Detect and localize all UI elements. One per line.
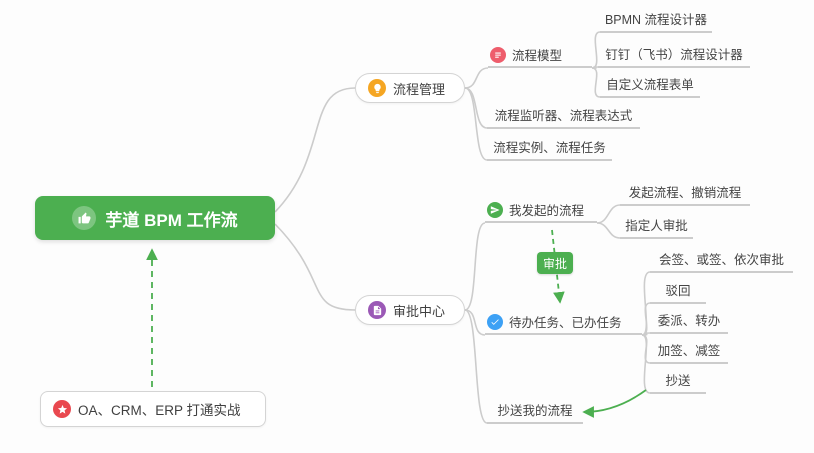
node-label: 自定义流程表单 [606, 78, 694, 92]
node-dingtalk-designer[interactable]: 钉钉（飞书）流程设计器 [598, 47, 750, 68]
node-process-instance[interactable]: 流程实例、流程任务 [487, 140, 612, 161]
node-root[interactable]: 芋道 BPM 工作流 [35, 196, 275, 240]
root-label: 芋道 BPM 工作流 [105, 210, 238, 230]
note-label: OA、CRM、ERP 打通实战 [78, 403, 241, 418]
node-cc-my-process[interactable]: 抄送我的流程 [487, 403, 583, 424]
node-process-listener[interactable]: 流程监听器、流程表达式 [487, 108, 640, 129]
lightbulb-icon [368, 79, 386, 97]
node-label: 流程实例、流程任务 [493, 141, 606, 155]
node-countersign[interactable]: 会签、或签、依次审批 [650, 252, 793, 273]
tag-approval[interactable]: 审批 [537, 252, 573, 274]
node-label: 审批中心 [393, 303, 446, 319]
node-label: 待办任务、已办任务 [509, 316, 622, 330]
note-oa-crm-erp[interactable]: OA、CRM、ERP 打通实战 [40, 391, 266, 427]
node-custom-form[interactable]: 自定义流程表单 [600, 77, 700, 98]
node-cc[interactable]: 抄送 [650, 373, 706, 394]
node-bpmn-designer[interactable]: BPMN 流程设计器 [600, 12, 712, 33]
flow-model-icon [490, 46, 506, 63]
star-icon [53, 400, 71, 418]
thumbs-up-icon [72, 206, 97, 230]
arrow-cc-to-ccme [582, 389, 647, 418]
check-icon [487, 313, 503, 330]
node-label: 流程模型 [512, 49, 563, 63]
node-label: 我发起的流程 [509, 204, 585, 218]
node-label: 委派、转办 [657, 314, 721, 328]
node-label: 抄送我的流程 [497, 404, 573, 418]
node-label: 钉钉（飞书）流程设计器 [605, 48, 743, 62]
node-label: BPMN 流程设计器 [604, 13, 708, 27]
branch-curves [274, 31, 651, 424]
node-label: 抄送 [665, 374, 691, 388]
node-assignee-approval[interactable]: 指定人审批 [620, 218, 693, 239]
node-label: 驳回 [665, 284, 691, 298]
node-process-management[interactable]: 流程管理 [355, 73, 465, 103]
approval-center-icon [368, 301, 386, 319]
send-icon [487, 201, 503, 218]
node-label: 流程管理 [393, 81, 446, 97]
node-label: 流程监听器、流程表达式 [494, 109, 633, 123]
node-add-remove-sign[interactable]: 加签、减签 [650, 343, 728, 364]
node-label: 发起流程、撤销流程 [628, 186, 742, 200]
node-initiate-cancel[interactable]: 发起流程、撤销流程 [620, 185, 750, 206]
node-reject[interactable]: 驳回 [650, 283, 706, 304]
node-todo-done[interactable]: 待办任务、已办任务 [485, 313, 642, 335]
tag-label: 审批 [542, 256, 567, 271]
node-my-initiated[interactable]: 我发起的流程 [485, 201, 597, 223]
node-delegate-transfer[interactable]: 委派、转办 [650, 313, 728, 334]
node-label: 加签、减签 [657, 344, 721, 358]
node-label: 会签、或签、依次审批 [658, 253, 784, 267]
node-label: 指定人审批 [625, 219, 688, 233]
node-process-model[interactable]: 流程模型 [488, 46, 592, 68]
node-approval-center[interactable]: 审批中心 [355, 295, 465, 325]
